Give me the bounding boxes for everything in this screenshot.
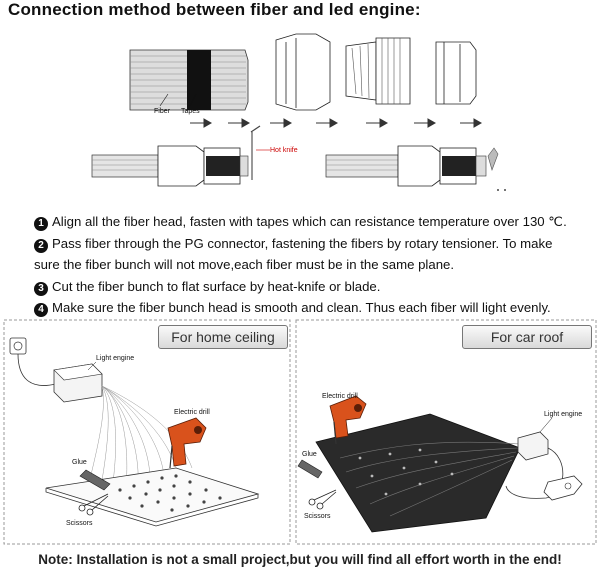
assembled-connector-cut	[91, 125, 261, 187]
home-ceiling-tag: For home ceiling	[158, 325, 288, 349]
home-electric-drill-label: Electric drill	[174, 409, 210, 416]
step-4: 4 Make sure the fiber bunch head is smoot…	[34, 297, 594, 319]
pg-nut	[435, 41, 477, 105]
fiber-bundle-taped	[129, 49, 249, 111]
car-glue-icon	[297, 459, 323, 479]
home-scissors-icon	[78, 493, 109, 516]
step-2: 2 Pass fiber through the PG connector, fa…	[34, 233, 594, 255]
tape-band	[187, 50, 211, 110]
step-1: 1 Align all the fiber head, fasten with t…	[34, 211, 594, 233]
pg-seal	[345, 37, 411, 105]
step-3: 3 Cut the fiber bunch to flat surface by …	[34, 276, 594, 298]
home-drill-icon	[167, 417, 207, 469]
home-fiber-spray	[87, 385, 193, 493]
step-2-continued: sure the fiber bunch will not move,each …	[34, 254, 594, 276]
assembled-connector-finished	[325, 145, 506, 191]
page-title: Connection method between fiber and led …	[8, 0, 421, 19]
step-number-1: 1	[34, 217, 48, 231]
car-electric-drill-label: Electric drill	[322, 393, 358, 400]
power-plug-icon	[9, 337, 57, 386]
car-light-engine-label: Light engine	[544, 411, 582, 418]
step-text: sure the fiber bunch will not move,each …	[34, 257, 455, 272]
hot-knife-label: Hot knife	[270, 147, 298, 154]
installation-note: Note: Installation is not a small projec…	[38, 552, 562, 567]
car-roof-board	[315, 413, 521, 533]
car-glue-label: Glue	[302, 451, 317, 458]
car-drill-icon	[329, 395, 367, 445]
step-text: Make sure the fiber bunch head is smooth…	[52, 300, 551, 315]
fiber-label: Fiber	[154, 108, 171, 115]
tapes-label: Tapes	[181, 108, 200, 115]
home-glue-label: Glue	[72, 459, 87, 466]
step-number-2: 2	[34, 238, 48, 253]
step-text: Pass fiber through the PG connector, fas…	[52, 235, 553, 251]
home-light-engine	[53, 363, 103, 403]
pg-cap	[275, 33, 331, 111]
car-scissors-label: Scissors	[304, 513, 331, 520]
installation-panels: Light engine E	[0, 318, 600, 546]
process-arrows	[190, 118, 483, 128]
step-number-4: 4	[34, 303, 48, 317]
home-scissors-label: Scissors	[66, 520, 93, 527]
home-light-engine-label: Light engine	[96, 355, 134, 362]
step-text: Align all the fiber head, fasten with ta…	[52, 214, 567, 229]
car-roof-tag: For car roof	[462, 325, 592, 349]
car-adapter-icon	[543, 475, 583, 501]
car-scissors-icon	[308, 489, 337, 510]
connection-diagram: Fiber Tapes	[91, 33, 506, 191]
instruction-steps: 1 Align all the fiber head, fasten with t…	[34, 211, 594, 319]
step-text: Cut the fiber bunch to flat surface by h…	[52, 278, 381, 294]
step-number-3: 3	[34, 281, 48, 296]
installation-illustrations: Light engine E	[3, 319, 597, 545]
home-glue-icon	[79, 469, 111, 491]
